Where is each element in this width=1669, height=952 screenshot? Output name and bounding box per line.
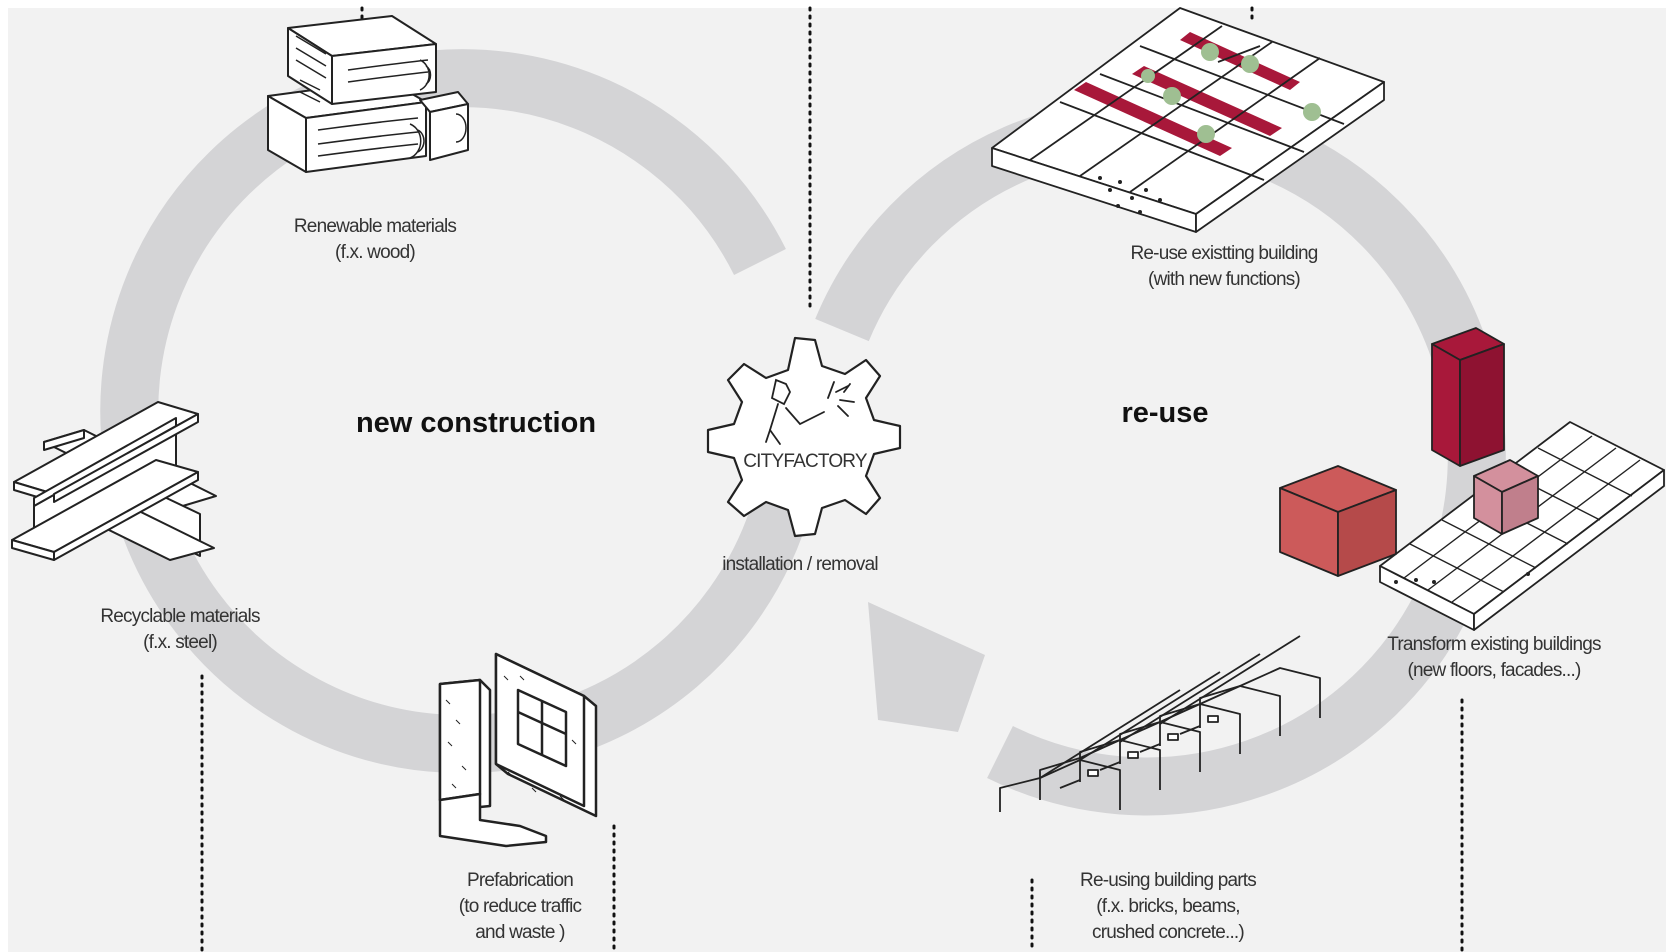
new-construction-title: new construction [355,407,597,439]
parts-line2: (f.x. bricks, beams, [1096,896,1240,917]
renewable-line1: Renewable materials [293,216,457,237]
building-frame-icon [999,635,1321,812]
renewable-line2: (f.x. wood) [335,242,416,263]
building-parts-label: Re-using building parts (f.x. bricks, be… [1080,868,1257,946]
installation-removal-caption: installation / removal [722,554,878,575]
parts-line1: Re-using building parts [1080,870,1257,891]
dotted-lines [200,6,1464,952]
reuse-building-line1: Re-use existting building [1130,243,1318,264]
cityfactory-label: CITYFACTORY [743,451,867,472]
transform-line2: (new floors, facades...) [1407,660,1581,681]
steel-i-beam-icon [11,401,217,561]
prefab-line2: (to reduce traffic [458,896,582,917]
prefab-wall-icon [438,652,598,848]
parts-line3: crushed concrete...) [1092,922,1245,943]
welder-gear-icon [706,336,902,538]
transform-line1: Transform existing buildings [1387,634,1601,655]
transform-buildings-label: Transform existing buildings (new floors… [1387,632,1601,684]
recyclable-line1: Recyclable materials [100,606,260,627]
prefab-line3: and waste ) [475,922,565,943]
transformed-building-icon [1279,327,1665,631]
recyclable-materials-label: Recyclable materials (f.x. steel) [100,604,260,656]
renewable-materials-label: Renewable materials (f.x. wood) [293,214,457,266]
reuse-building-line2: (with new functions) [1148,269,1301,290]
prefab-line1: Prefabrication [466,870,574,891]
re-use-title: re-use [1121,397,1209,429]
existing-building-icon [991,7,1385,233]
recyclable-line2: (f.x. steel) [143,632,218,653]
prefabrication-label: Prefabrication (to reduce traffic and wa… [459,868,582,946]
cycle-arrow-icon [868,602,985,732]
reuse-building-label: Re-use existting building (with new func… [1130,241,1318,293]
wood-beams-icon [267,15,469,173]
